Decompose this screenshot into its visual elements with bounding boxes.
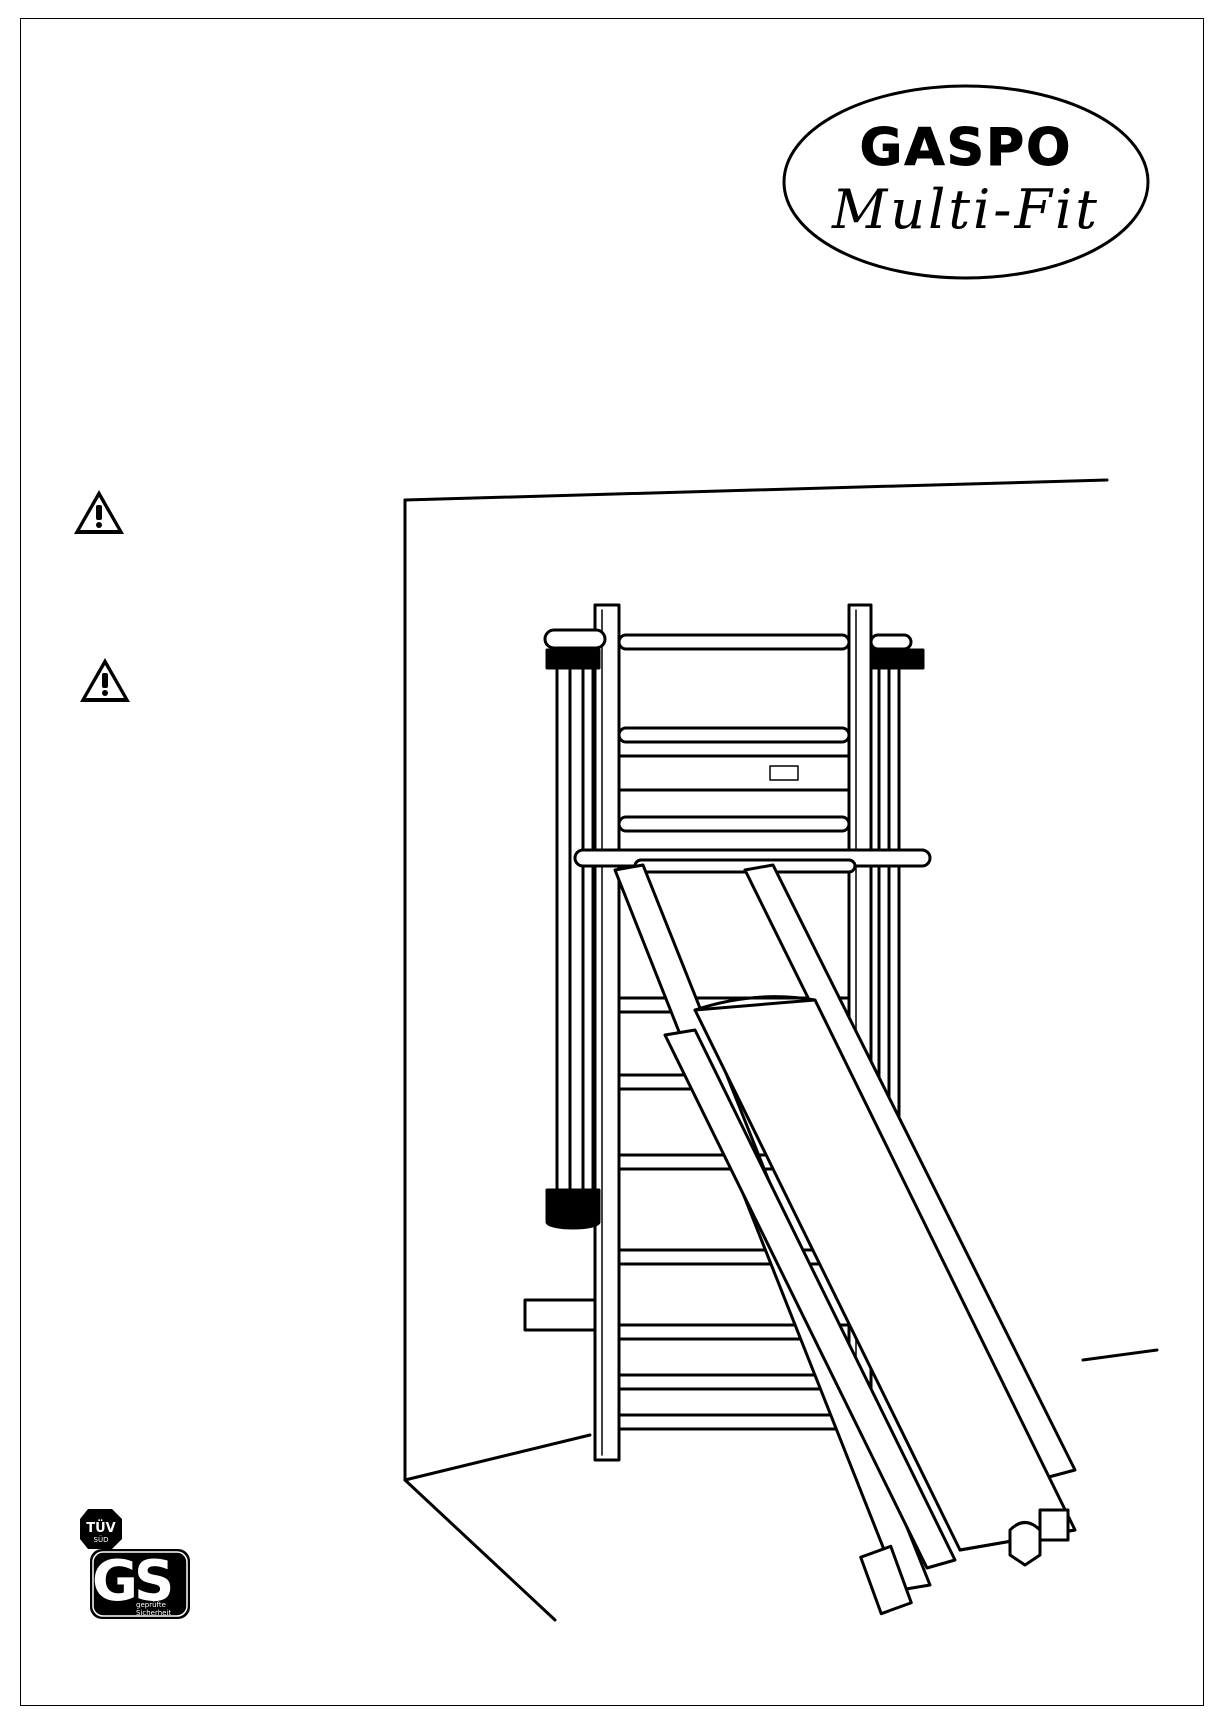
tuv-label: TÜV <box>82 1522 120 1535</box>
gs-caption-line2: Sicherheit <box>136 1609 186 1617</box>
logo-product-name: Multi-Fit <box>780 178 1152 241</box>
tuv-gs-certification-badge: TÜV SÜD GS geprüfte Sicherheit <box>70 1505 200 1625</box>
warning-triangle-icon <box>78 656 132 704</box>
gs-caption: geprüfte Sicherheit <box>136 1601 186 1617</box>
logo-brand-name: GASPO <box>780 118 1152 178</box>
warning-triangle-icon <box>72 488 126 536</box>
brand-logo: GASPO Multi-Fit <box>780 82 1152 282</box>
base-block <box>525 1300 595 1330</box>
left-stile <box>595 605 619 1460</box>
gs-caption-line1: geprüfte <box>136 1601 186 1609</box>
product-illustration <box>395 470 1175 1625</box>
tuv-sub-label: SÜD <box>82 1536 120 1544</box>
